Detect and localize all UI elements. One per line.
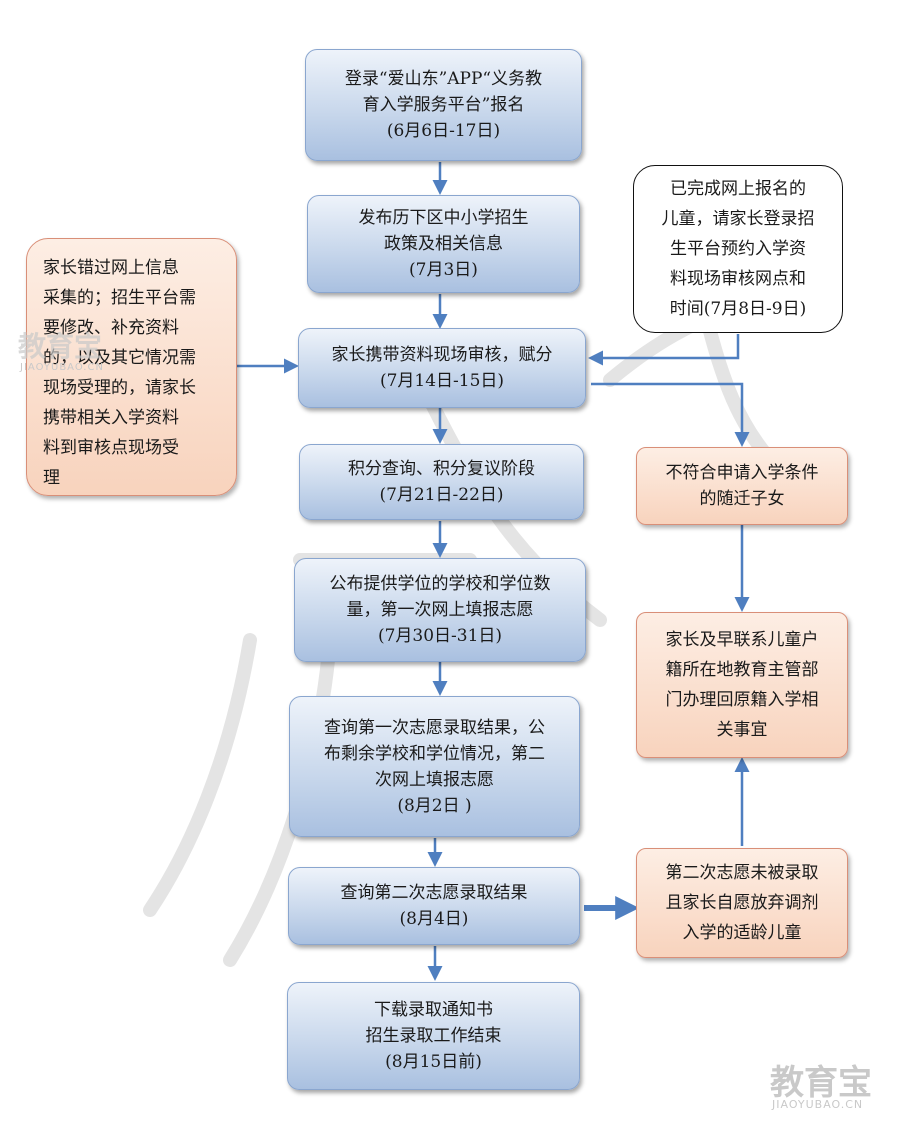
main-flow-arrows bbox=[427, 162, 448, 981]
missed-collection-note-text: 家长错过网上信息 采集的；招生平台需 要修改、补充资料 的，以及其它情况需 现场… bbox=[43, 258, 196, 488]
return-hometown-note: 家长及早联系儿童户 籍所在地教育主管部 门办理回原籍入学相 关事宜 bbox=[636, 612, 848, 758]
booking-note-text: 已完成网上报名的 儿童，请家长登录招 生平台预约入学资 料现场审核网点和 时间(… bbox=[661, 179, 815, 319]
step-onsite-review: 家长携带资料现场审核，赋分 (7月14日-15日) bbox=[298, 328, 586, 408]
step-first-application-text: 公布提供学位的学校和学位数 量，第一次网上填报志愿 (7月30日-31日) bbox=[329, 574, 551, 646]
step-onsite-review-text: 家长携带资料现场审核，赋分 (7月14日-15日) bbox=[331, 345, 553, 391]
step-second-application-text: 查询第一次志愿录取结果，公 布剩余学校和学位情况，第二 次网上填报志愿 (8月2… bbox=[324, 717, 545, 816]
return-hometown-note-text: 家长及早联系儿童户 籍所在地教育主管部 门办理回原籍入学相 关事宜 bbox=[665, 630, 819, 740]
watermark-url-left: JIAOYUBAO.CN bbox=[20, 362, 104, 373]
missed-collection-note: 家长错过网上信息 采集的；招生平台需 要修改、补充资料 的，以及其它情况需 现场… bbox=[26, 238, 237, 496]
step-register-online: 登录“爱山东”APP“义务教 育入学服务平台”报名 (6月6日-17日) bbox=[305, 49, 582, 161]
watermark-logo-right: 教育宝 bbox=[770, 1063, 872, 1103]
step-publish-policy: 发布历下区中小学招生 政策及相关信息 (7月3日) bbox=[307, 195, 580, 293]
step-score-query-text: 积分查询、积分复议阶段 (7月21日-22日) bbox=[348, 459, 535, 505]
step-second-result: 查询第二次志愿录取结果 (8月4日) bbox=[288, 867, 580, 945]
not-admitted-children-text: 第二次志愿未被录取 且家长自愿放弃调剂 入学的适龄儿童 bbox=[665, 863, 819, 943]
step-admission-notice: 下载录取通知书 招生录取工作结束 (8月15日前) bbox=[287, 982, 580, 1090]
ineligible-children-text: 不符合申请入学条件 的随迁子女 bbox=[665, 463, 819, 509]
watermark-logo-left: 教育宝 bbox=[18, 330, 103, 363]
step-publish-policy-text: 发布历下区中小学招生 政策及相关信息 (7月3日) bbox=[358, 208, 529, 280]
step-score-query: 积分查询、积分复议阶段 (7月21日-22日) bbox=[299, 444, 584, 520]
step-admission-notice-text: 下载录取通知书 招生录取工作结束 (8月15日前) bbox=[365, 1000, 502, 1072]
step-first-application: 公布提供学位的学校和学位数 量，第一次网上填报志愿 (7月30日-31日) bbox=[294, 558, 586, 662]
step-second-application: 查询第一次志愿录取结果，公 布剩余学校和学位情况，第二 次网上填报志愿 (8月2… bbox=[289, 696, 580, 837]
step-second-result-text: 查询第二次志愿录取结果 (8月4日) bbox=[340, 883, 528, 929]
watermark-url-right: JIAOYUBAO.CN bbox=[772, 1098, 864, 1111]
side-flow-arrows bbox=[236, 334, 750, 846]
not-admitted-children: 第二次志愿未被录取 且家长自愿放弃调剂 入学的适龄儿童 bbox=[636, 848, 848, 958]
booking-note: 已完成网上报名的 儿童，请家长登录招 生平台预约入学资 料现场审核网点和 时间(… bbox=[633, 165, 843, 333]
step-register-online-text: 登录“爱山东”APP“义务教 育入学服务平台”报名 (6月6日-17日) bbox=[344, 69, 543, 141]
ineligible-children: 不符合申请入学条件 的随迁子女 bbox=[636, 447, 848, 525]
